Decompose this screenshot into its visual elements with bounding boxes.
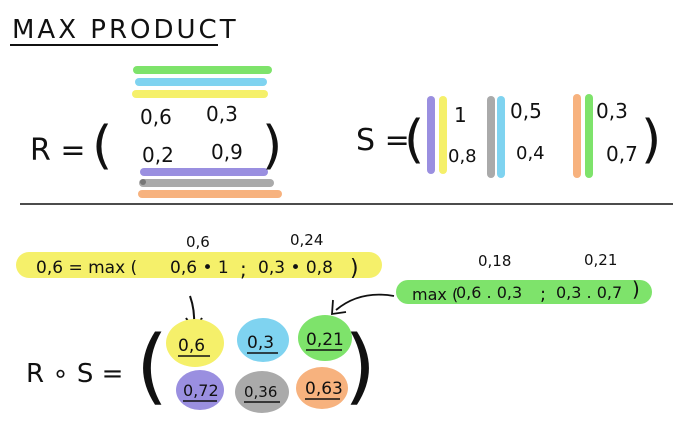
result-cell: 0,3 <box>247 333 274 353</box>
r-highlight-purple <box>140 168 268 176</box>
result-label: R ∘ S = <box>26 359 123 389</box>
r-gray-dot <box>140 179 146 185</box>
example-1-term1: 0,6 • 1 <box>170 258 229 278</box>
arrow-to-third-cell-head <box>331 299 347 316</box>
result-matrix: R ∘ S = ( ) 0,6 0,3 0,21 0,72 0,36 0,63 <box>26 315 376 414</box>
example-2: 0,18 0,21 max ( 0,6 . 0,3 ; 0,3 . 0,7 ) <box>396 251 652 305</box>
matrix-s-cell: 0,5 <box>510 99 542 123</box>
example-2-term2-result: 0,21 <box>584 251 617 269</box>
example-1-expression-end: ) <box>350 256 359 281</box>
matrix-r-cell: 0,6 <box>140 105 172 129</box>
example-1-term2-result: 0,24 <box>290 231 323 249</box>
r-highlight-blue <box>135 78 267 86</box>
result-cell: 0,6 <box>178 336 205 356</box>
example-1-expression-start: 0,6 = max ( <box>36 258 137 278</box>
matrix-r: R = ( ) 0,6 0,3 0,2 0,9 <box>30 66 282 198</box>
s-highlight-orange <box>573 94 581 178</box>
example-2-term1: 0,6 . 0,3 <box>456 283 522 302</box>
matrix-s-left-paren: ( <box>404 110 424 170</box>
matrix-r-cell: 0,2 <box>142 143 174 167</box>
result-cell: 0,63 <box>305 379 343 399</box>
matrix-s-cell: 0,8 <box>448 146 477 167</box>
page-title: MAX PRODUCT <box>12 15 239 45</box>
r-highlight-green <box>133 66 272 74</box>
matrix-r-cell: 0,9 <box>211 140 243 164</box>
r-highlight-gray <box>139 179 274 187</box>
matrix-s-right-paren: ) <box>641 110 661 170</box>
r-highlight-orange <box>138 190 282 198</box>
matrix-r-cell: 0,3 <box>206 102 238 126</box>
result-left-paren: ( <box>136 319 168 414</box>
example-2-separator: ; <box>540 284 546 305</box>
matrix-r-label: R = <box>30 133 86 168</box>
matrix-s-cell: 0,4 <box>516 143 545 164</box>
s-highlight-gray <box>487 96 495 178</box>
example-2-expression-start: max ( <box>412 285 458 304</box>
example-2-expression-end: ) <box>632 277 640 301</box>
matrix-r-right-paren: ) <box>262 116 282 176</box>
result-cell-highlight-purple <box>176 370 224 410</box>
example-2-term1-result: 0,18 <box>478 252 511 270</box>
example-1-term2: 0,3 • 0,8 <box>258 258 333 278</box>
r-highlight-yellow <box>132 90 268 98</box>
matrix-s-cell: 0,3 <box>596 99 628 123</box>
example-1-highlight <box>16 252 382 278</box>
example-1-term1-result: 0,6 <box>186 233 210 251</box>
matrix-s: S = ( ) 1 0,8 0,5 0,4 0,3 0,7 <box>356 94 661 178</box>
example-2-term2: 0,3 . 0,7 <box>556 283 622 302</box>
arrow-to-third-cell <box>335 293 395 311</box>
s-highlight-purple <box>427 96 435 174</box>
result-cell: 0,36 <box>244 383 277 401</box>
s-highlight-green <box>585 94 593 178</box>
example-2-highlight <box>396 280 652 304</box>
example-1-separator: ; <box>240 257 247 281</box>
s-highlight-blue <box>497 96 505 178</box>
example-1: 0,6 0,24 0,6 = max ( 0,6 • 1 ; 0,3 • 0,8… <box>16 231 382 281</box>
matrix-s-cell: 1 <box>454 103 467 127</box>
result-cell-highlight-yellow <box>166 319 224 367</box>
matrix-s-label: S = <box>356 123 410 158</box>
result-cell-highlight-blue <box>237 318 289 362</box>
result-cell: 0,72 <box>183 381 219 400</box>
matrix-s-cell: 0,7 <box>606 142 638 166</box>
matrix-r-left-paren: ( <box>92 116 112 176</box>
result-cell: 0,21 <box>306 330 344 350</box>
s-highlight-yellow <box>439 96 447 174</box>
